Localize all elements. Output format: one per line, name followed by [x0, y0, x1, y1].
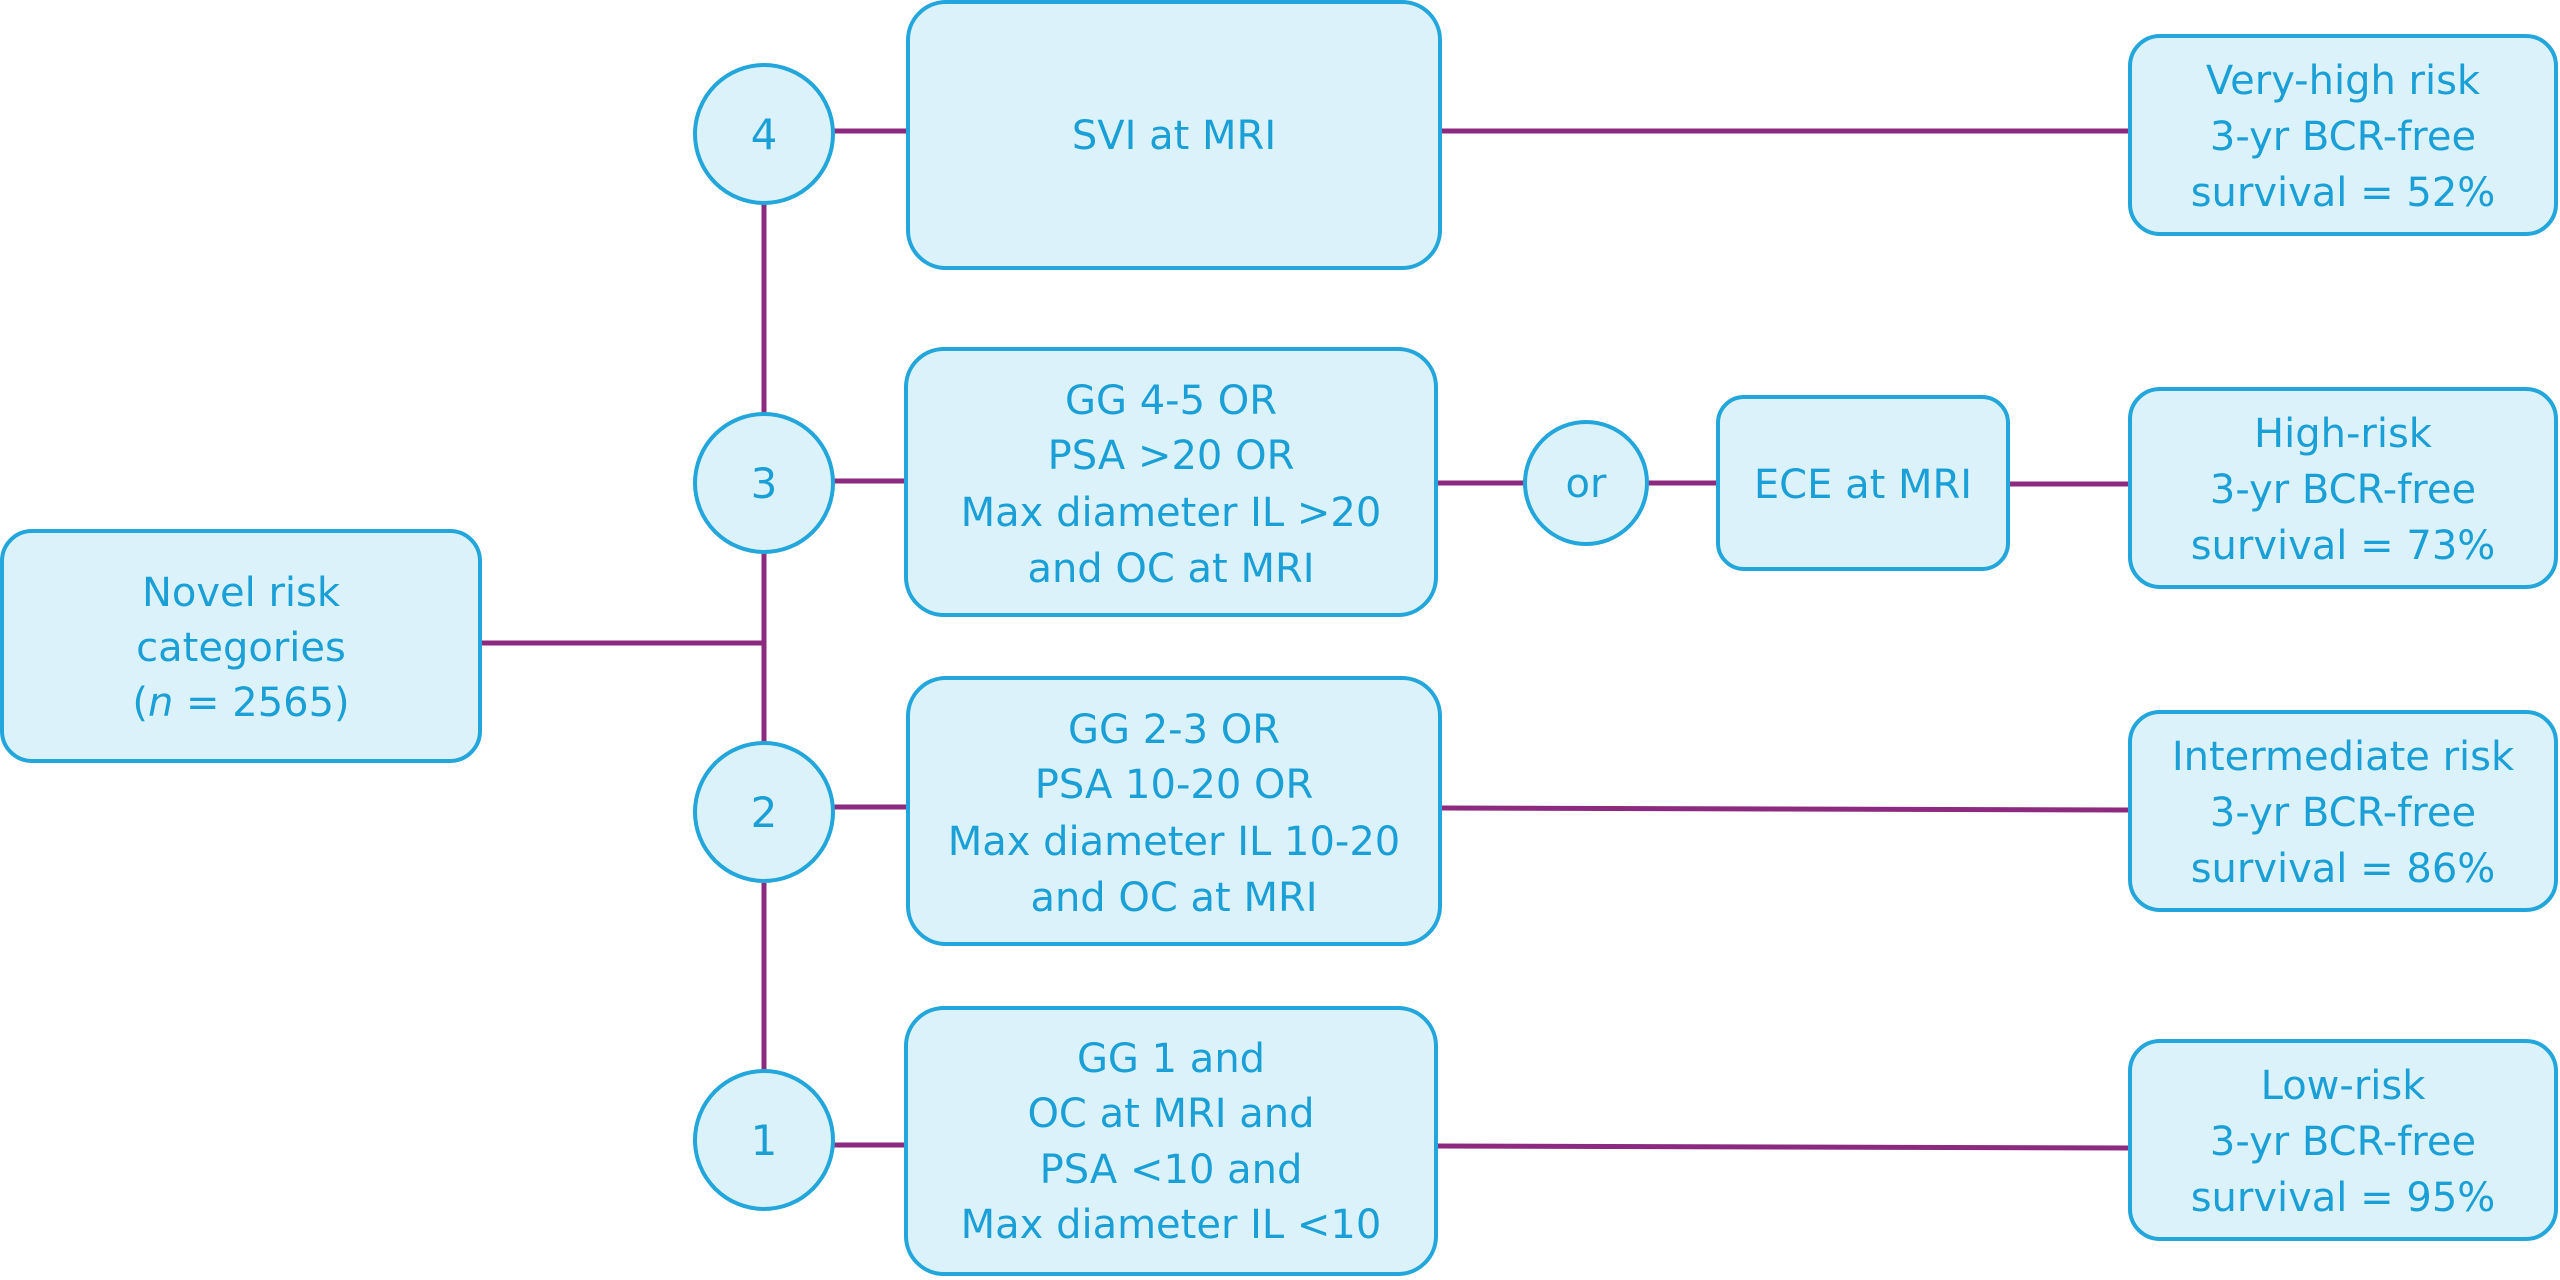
- node-circle: [693, 63, 835, 205]
- ece-label: ECE at MRI: [1754, 462, 1972, 508]
- outcome-line: 3-yr BCR-free: [2210, 1119, 2476, 1165]
- outcome-line: survival = 52%: [2191, 170, 2496, 216]
- criteria-line: GG 1 and: [1077, 1036, 1265, 1082]
- criteria-line: PSA 10-20 OR: [1035, 762, 1314, 808]
- or-node: or: [1523, 420, 1649, 546]
- outcome-line: 3-yr BCR-free: [2210, 114, 2476, 160]
- criteria-line: GG 2-3 OR: [1068, 707, 1280, 753]
- criteria-line: Max diameter IL <10: [961, 1202, 1382, 1248]
- ece-box-shape: [1716, 395, 2010, 571]
- outcome-line: High-risk: [2254, 411, 2433, 457]
- outcome-box-shape: [2128, 387, 2558, 589]
- category-node-4: 4: [693, 63, 835, 205]
- outcome-line: survival = 86%: [2191, 846, 2496, 892]
- or-circle: [1523, 420, 1649, 546]
- outcome-box-shape: [2128, 34, 2558, 236]
- criteria-line: PSA >20 OR: [1048, 433, 1295, 479]
- outcome-box-high-risk: High-risk 3-yr BCR-free survival = 73%: [2128, 387, 2558, 589]
- root-label-line-2: categories: [136, 625, 346, 671]
- category-node-2: 2: [693, 741, 835, 883]
- category-node-3: 3: [693, 412, 835, 554]
- criteria-box-1: GG 1 and OC at MRI and PSA <10 and Max d…: [904, 1006, 1438, 1276]
- node-number: 4: [751, 110, 778, 159]
- criteria-box-2: GG 2-3 OR PSA 10-20 OR Max diameter IL 1…: [906, 676, 1442, 946]
- criteria-box-shape: [906, 676, 1442, 946]
- category-node-1: 1: [693, 1069, 835, 1211]
- criteria-box-shape: [906, 0, 1442, 270]
- criteria-line: and OC at MRI: [1027, 546, 1314, 592]
- root-box: Novel risk categories (n = 2565): [0, 529, 482, 763]
- criteria-line: and OC at MRI: [1030, 875, 1317, 921]
- outcome-line: Intermediate risk: [2172, 734, 2515, 780]
- outcome-box-intermediate-risk: Intermediate risk 3-yr BCR-free survival…: [2128, 710, 2558, 912]
- outcome-box-very-high-risk: Very-high risk 3-yr BCR-free survival = …: [2128, 34, 2558, 236]
- outcome-box-low-risk: Low-risk 3-yr BCR-free survival = 95%: [2128, 1039, 2558, 1241]
- criteria-line: Max diameter IL >20: [961, 490, 1382, 536]
- node-number: 2: [751, 788, 778, 837]
- outcome-line: Low-risk: [2261, 1063, 2427, 1109]
- outcome-box-shape: [2128, 710, 2558, 912]
- criteria-box-shape: [904, 347, 1438, 617]
- criteria-box-4: SVI at MRI: [906, 0, 1442, 270]
- outcome-line: survival = 73%: [2191, 523, 2496, 569]
- outcome-line: Very-high risk: [2206, 58, 2481, 104]
- node-number: 3: [751, 459, 778, 508]
- ece-box: ECE at MRI: [1716, 395, 2010, 571]
- outcome-line: 3-yr BCR-free: [2210, 467, 2476, 513]
- or-label: or: [1566, 461, 1607, 507]
- node-circle: [693, 1069, 835, 1211]
- node-circle: [693, 412, 835, 554]
- outcome-line: 3-yr BCR-free: [2210, 790, 2476, 836]
- criteria-box-3: GG 4-5 OR PSA >20 OR Max diameter IL >20…: [904, 347, 1438, 617]
- node-circle: [693, 741, 835, 883]
- outcome-box-shape: [2128, 1039, 2558, 1241]
- criteria-line: Max diameter IL 10-20: [948, 819, 1400, 865]
- criteria-line: SVI at MRI: [1072, 113, 1276, 159]
- connector-criteria1-outcome: [1435, 1143, 2131, 1151]
- connector-criteria2-outcome: [1439, 805, 2131, 813]
- node-number: 1: [751, 1116, 778, 1165]
- criteria-line: GG 4-5 OR: [1065, 378, 1277, 424]
- outcome-line: survival = 95%: [2191, 1175, 2496, 1221]
- root-box-shape: [0, 529, 482, 763]
- root-label-line-1: Novel risk: [142, 570, 341, 616]
- criteria-line: OC at MRI and: [1027, 1091, 1314, 1137]
- criteria-line: PSA <10 and: [1040, 1147, 1303, 1193]
- criteria-box-shape: [904, 1006, 1438, 1276]
- connectors: [480, 128, 2131, 1151]
- root-sample-size: (n = 2565): [132, 680, 349, 726]
